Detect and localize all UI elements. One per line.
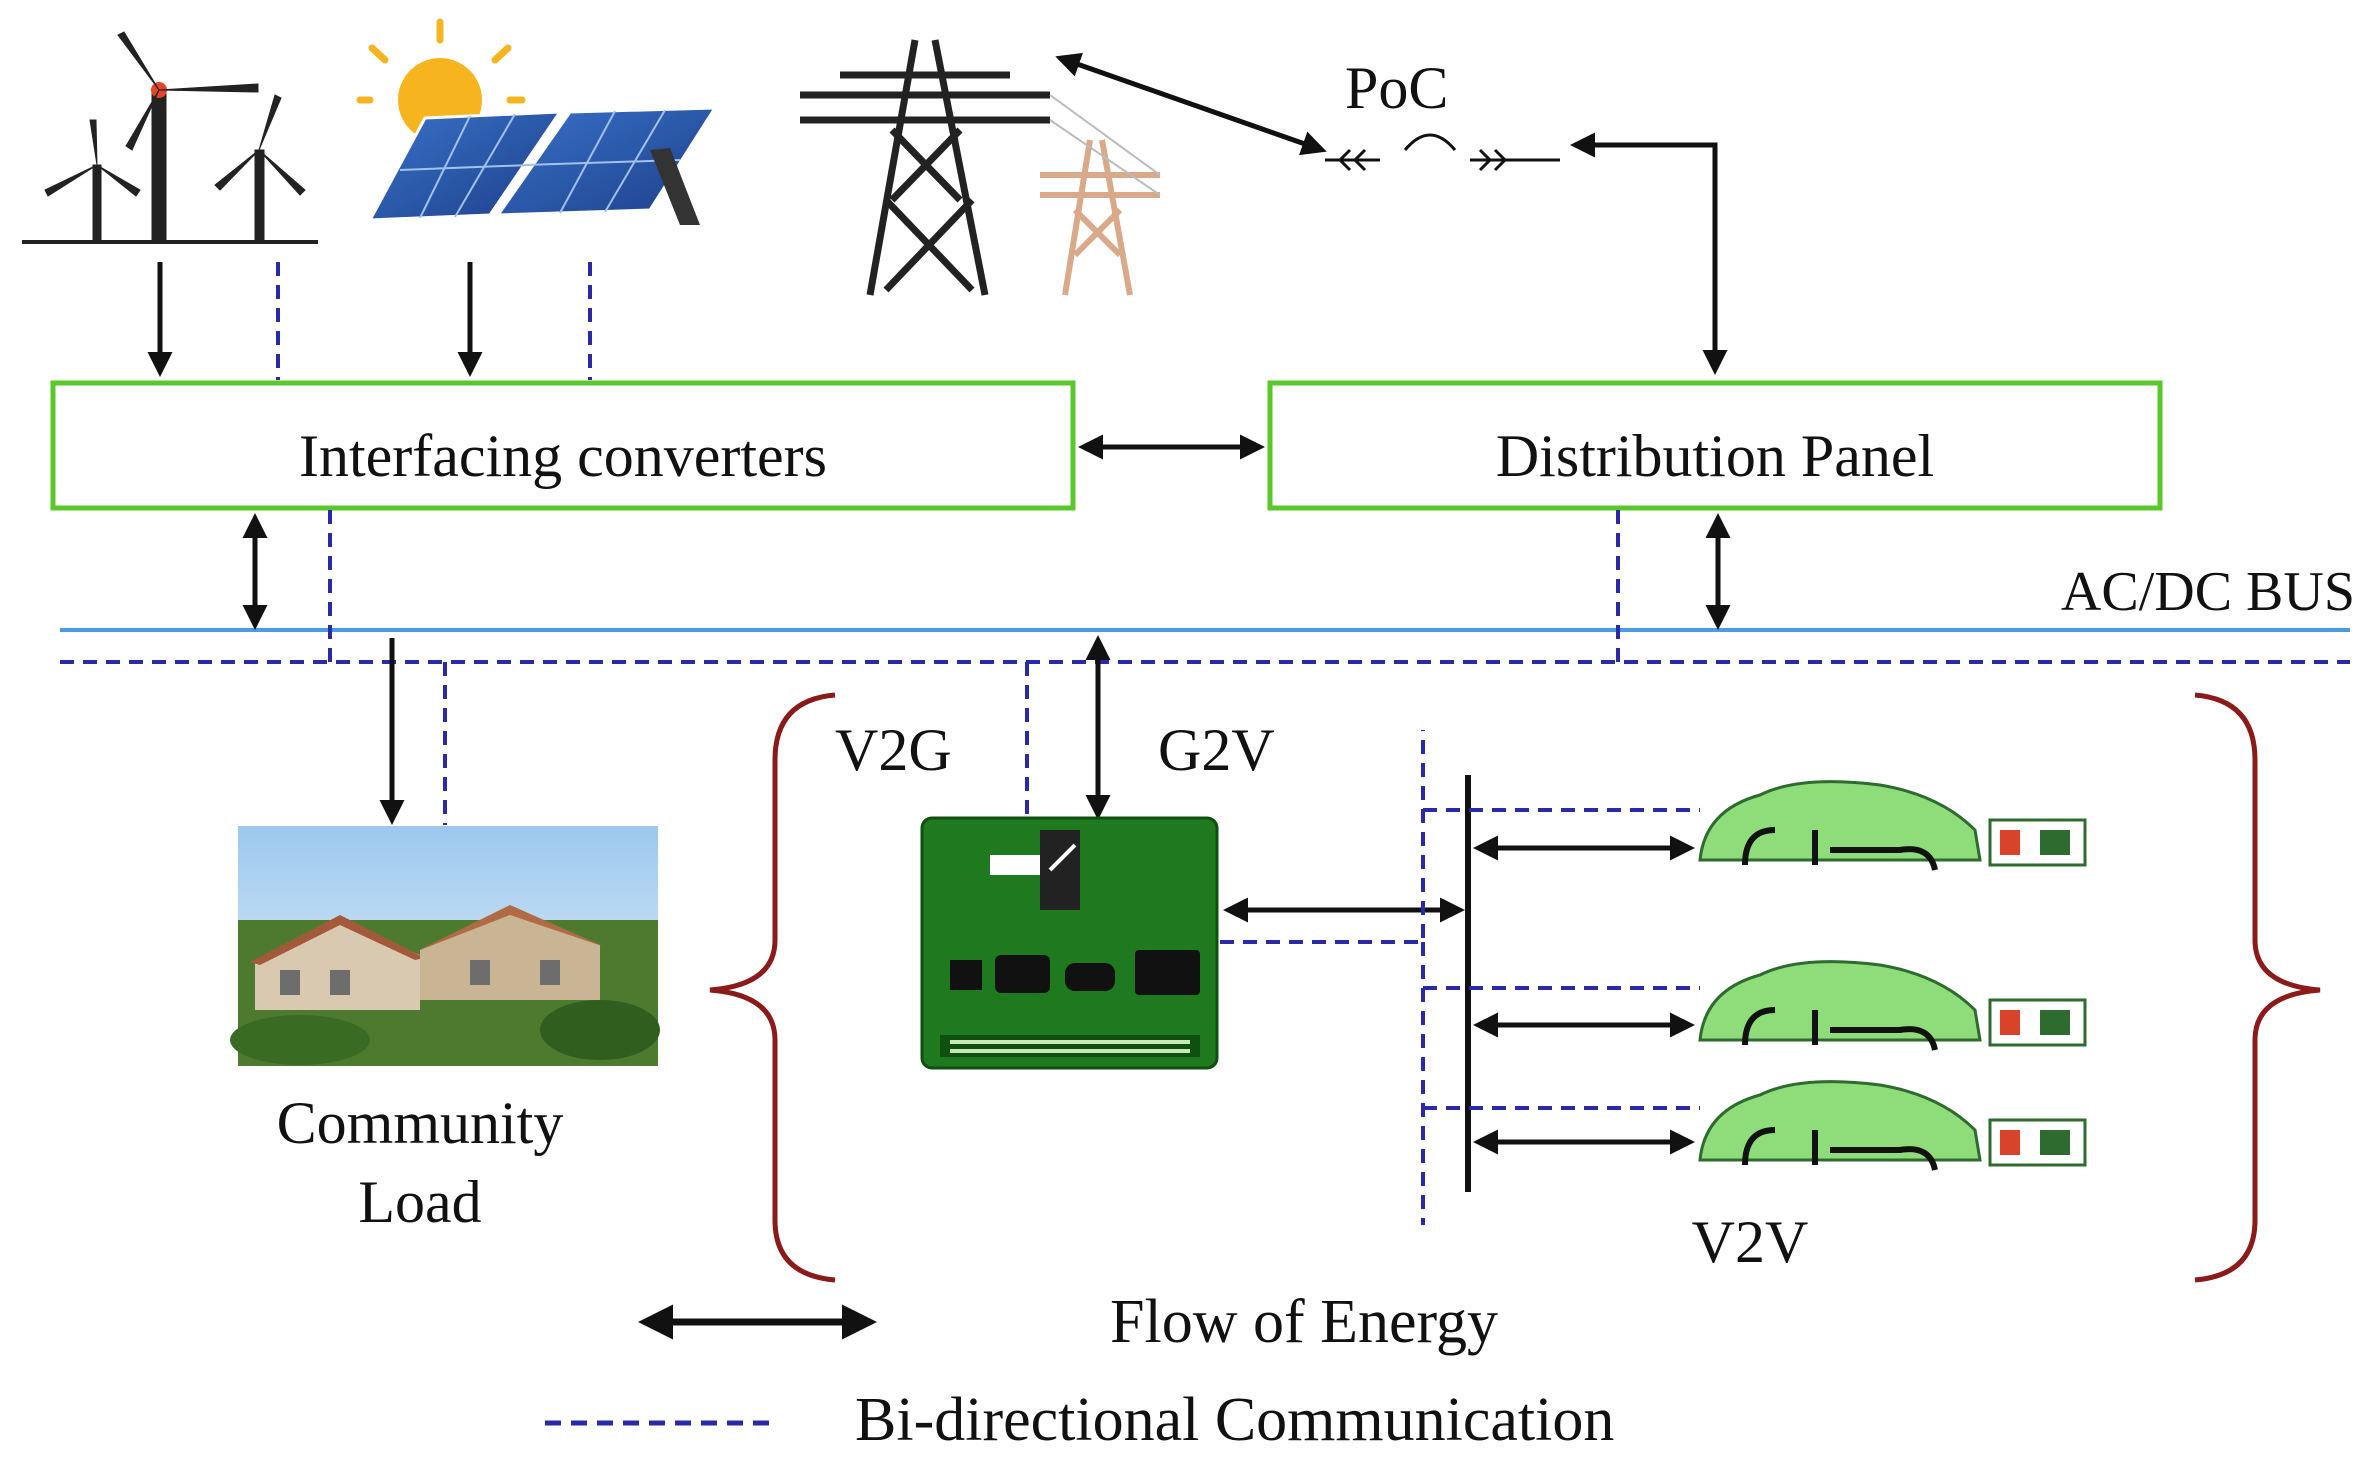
ev-car-icon (1698, 960, 2087, 1051)
ev-car-icon (1698, 780, 2087, 871)
community-load-label-line2: Load (358, 1169, 481, 1235)
solar-panel-icon (356, 18, 718, 225)
ev-car-icon (1698, 1080, 2087, 1171)
ac-dc-bus-label: AC/DC BUS (2061, 561, 2355, 623)
g2v-label: G2V (1158, 717, 1275, 783)
community-load-image (230, 826, 660, 1066)
v2g-label: V2G (835, 717, 952, 783)
v2v-label: V2V (1692, 1209, 1809, 1275)
poc-distribution-energy-arrow (1570, 132, 1728, 375)
right-brace (2194, 692, 2321, 1283)
distribution-panel-box (1267, 380, 2163, 511)
ev-row-1 (1423, 780, 2087, 871)
charging-station-icon (920, 816, 1219, 1070)
wind-turbine-icon (22, 31, 318, 244)
distribution-panel-label: Distribution Panel (1496, 423, 1934, 489)
ev-row-2 (1423, 960, 2087, 1051)
legend-bidirectional-communication-label: Bi-directional Communication (855, 1386, 1614, 1454)
power-grid-tower-icon (800, 39, 1161, 296)
grid-poc-energy-arrow (1055, 52, 1327, 156)
ev-row-3 (1423, 1080, 2087, 1171)
legend-flow-of-energy-label: Flow of Energy (1110, 1288, 1498, 1356)
left-brace (709, 692, 836, 1283)
legend: Flow of Energy Bi-directional Communicat… (545, 1288, 1614, 1454)
poc-switch-icon (1325, 133, 1560, 172)
interfacing-converters-label: Interfacing converters (299, 423, 827, 489)
interfacing-converters-box (50, 380, 1076, 511)
poc-label: PoC (1345, 55, 1448, 121)
box-bus-communication-lines (328, 510, 1620, 662)
source-communication-lines (276, 262, 592, 380)
community-load-label-line1: Community (277, 1090, 564, 1156)
